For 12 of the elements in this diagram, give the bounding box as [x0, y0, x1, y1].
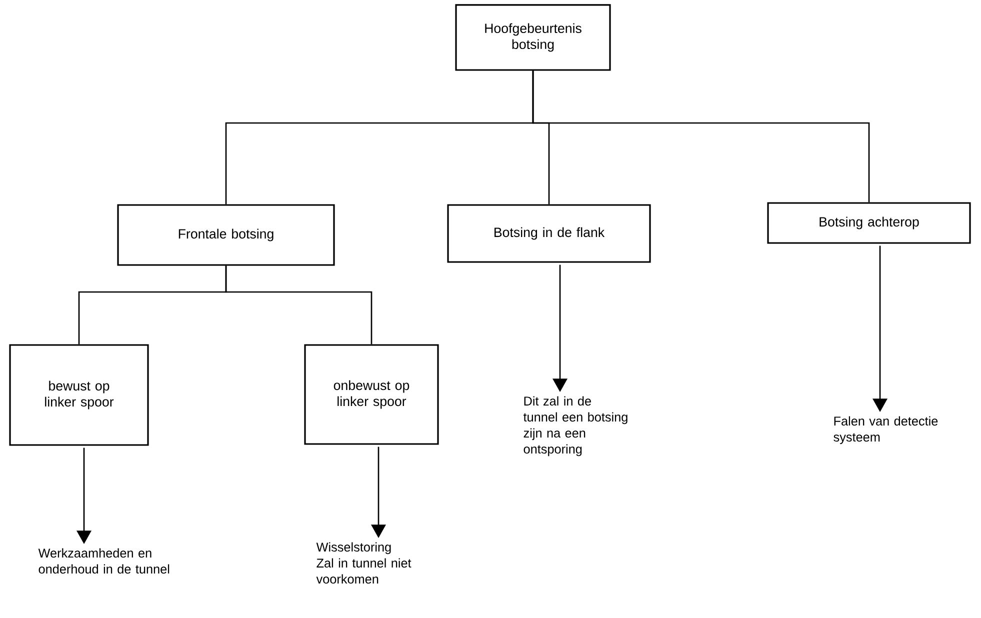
note-text: Dit zal in de tunnel een botsing zijn na een ontsporing [523, 396, 628, 456]
process-box: Botsing achterop [767, 202, 971, 244]
process-box: onbewust op linker spoor [304, 344, 439, 445]
process-box: Hoofgebeurtenis botsing [455, 4, 611, 71]
connector-line [532, 70, 870, 202]
process-box: bewust op linker spoor [9, 344, 149, 446]
process-box: Frontale botsing [117, 204, 335, 266]
process-box: Botsing in de flank [447, 204, 651, 263]
connector-line [225, 266, 372, 344]
note-text: Werkzaamheden en onderhoud in de tunnel [38, 548, 170, 574]
note-text: Falen van detectie systeem [834, 416, 938, 444]
note-text: Wisselstoring Zal in tunnel niet voorkomen [316, 542, 412, 584]
